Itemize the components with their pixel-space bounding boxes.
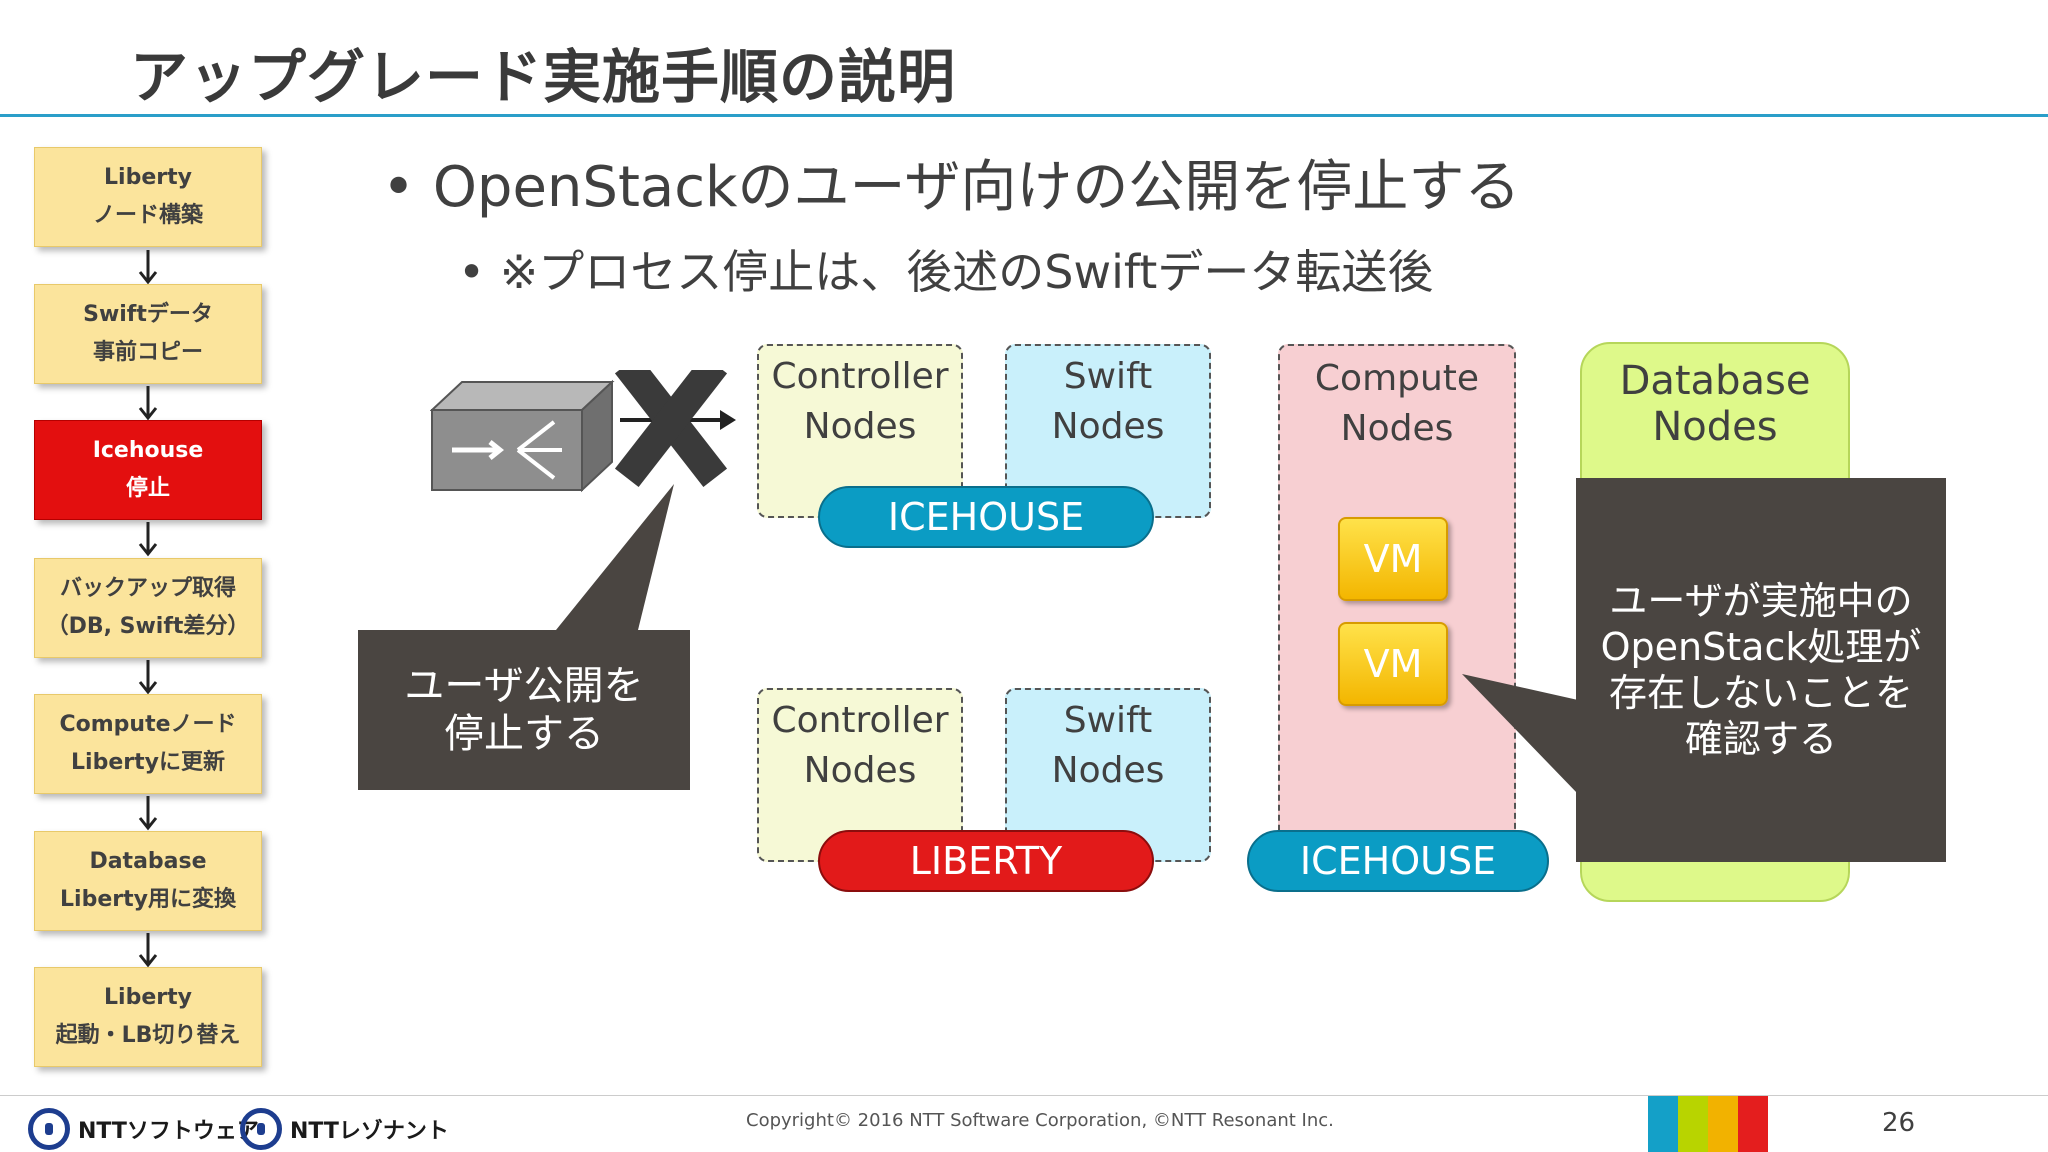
version-badge-icehouse: ICEHOUSE [818,486,1154,548]
controller-label-2: Nodes [803,750,917,791]
callout-left-line2: 停止する [444,711,604,757]
arrow-down-icon [138,522,158,557]
logo-ntt-software-text: NTTソフトウェア [78,1119,259,1144]
compute-label-1: Compute [1314,358,1480,399]
callout-left-line1: ユーザ公開を [404,663,644,709]
step-line1: Liberty [104,985,192,1010]
bullet-sub: • ※プロセス停止は、後述のSwiftデータ転送後 [458,245,1434,299]
swift-nodes-liberty: Swift Nodes [1005,688,1211,862]
step-line2: 起動・LB切り替え [55,1023,241,1048]
swift-label-1: Swift [1063,356,1153,397]
step-line1: Swiftデータ [83,302,213,327]
callout-right-pointer [1462,674,1578,794]
bullet-sub-text: ※プロセス停止は、後述のSwiftデータ転送後 [499,245,1434,299]
step-line2: 事前コピー [92,340,203,365]
bullet-main: • OpenStackのユーザ向けの公開を停止する [382,155,1521,220]
callout-right: ユーザが実施中の OpenStack処理が 存在しないことを 確認する [1576,478,1946,862]
strip-red [1738,1096,1768,1152]
step-line2: ノード構築 [92,203,203,228]
version-badge-liberty: LIBERTY [818,830,1154,892]
copyright: Copyright© 2016 NTT Software Corporation… [746,1110,1334,1131]
step-line1: Icehouse [92,438,204,463]
brand-color-strip [1648,1096,1768,1152]
step-line2: （DB, Swift差分） [46,614,250,639]
vm-block: VM [1338,517,1448,601]
title-divider [0,114,2048,117]
bullet-main-text: OpenStackのユーザ向けの公開を停止する [432,155,1521,220]
step-backup: バックアップ取得 （DB, Swift差分） [34,558,262,658]
ntt-logo-icon [240,1108,282,1150]
page-title: アップグレード実施手順の説明 [130,43,957,111]
step-liberty-start: Liberty 起動・LB切り替え [34,967,262,1067]
callout-left-pointer [556,484,674,630]
load-balancer-diagram [430,370,736,493]
callout-right-line2: OpenStack処理が [1600,625,1922,669]
compute-label-2: Nodes [1340,408,1454,449]
controller-nodes-liberty: Controller Nodes [757,688,963,862]
arrow-down-icon [138,250,158,285]
callout-right-line1: ユーザが実施中の [1609,579,1913,623]
controller-label-1: Controller [771,700,949,741]
database-label-2: Nodes [1652,404,1778,450]
page-number: 26 [1882,1108,1916,1138]
step-swift-copy: Swiftデータ 事前コピー [34,284,262,384]
step-line1: Liberty [104,165,192,190]
step-line2: Libertyに更新 [71,750,225,775]
arrow-down-icon [138,386,158,421]
blocked-x-icon [614,370,728,488]
step-compute-update: Computeノード Libertyに更新 [34,694,262,794]
version-badge-compute: ICEHOUSE [1247,830,1549,892]
strip-blue [1648,1096,1678,1152]
strip-yellow [1708,1096,1738,1152]
swift-label-1: Swift [1063,700,1153,741]
step-line2: Liberty用に変換 [60,887,236,912]
step-line1: Computeノード [59,712,237,737]
arrow-down-icon [138,660,158,695]
arrow-down-icon [138,796,158,831]
callout-left: ユーザ公開を 停止する [358,630,690,790]
logo-ntt-resonant-text: NTTレゾナント [290,1119,449,1144]
logo-ntt-software: NTTソフトウェア [28,1108,259,1150]
step-line1: バックアップ取得 [59,576,236,601]
strip-green [1678,1096,1708,1152]
callout-right-line4: 確認する [1684,717,1837,761]
step-database-convert: Database Liberty用に変換 [34,831,262,931]
controller-label-1: Controller [771,356,949,397]
step-line2: 停止 [125,476,170,501]
step-liberty-build: Liberty ノード構築 [34,147,262,247]
database-label-1: Database [1619,358,1811,404]
swift-label-2: Nodes [1051,750,1165,791]
callout-right-line3: 存在しないことを [1608,671,1913,715]
footer-divider [0,1095,2048,1096]
swift-label-2: Nodes [1051,406,1165,447]
ntt-logo-icon [28,1108,70,1150]
arrow-down-icon [138,933,158,968]
logo-ntt-resonant: NTTレゾナント [240,1108,449,1150]
step-line1: Database [89,849,207,874]
vm-block: VM [1338,622,1448,706]
controller-label-2: Nodes [803,406,917,447]
step-icehouse-stop: Icehouse 停止 [34,420,262,520]
